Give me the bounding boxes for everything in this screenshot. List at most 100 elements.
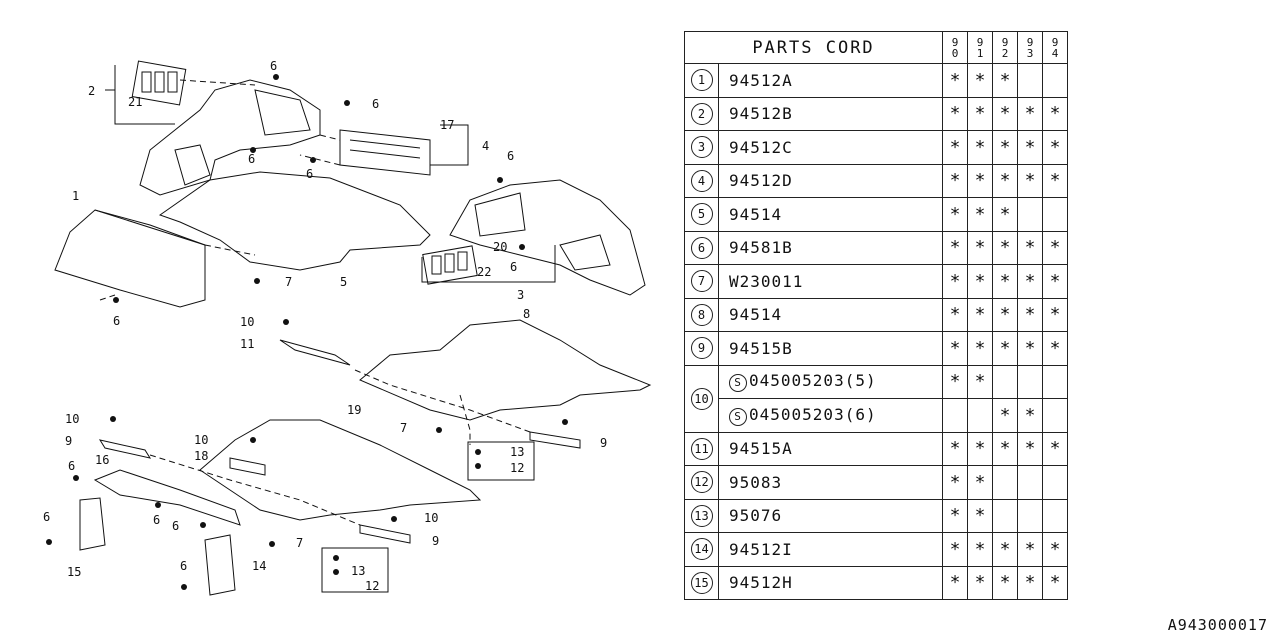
year-mark: * — [942, 197, 968, 232]
year-mark: * — [1017, 130, 1043, 165]
callout-6: 6 — [270, 59, 277, 73]
callout-6: 6 — [248, 152, 255, 166]
ref-number: 11 — [690, 437, 713, 460]
panel-1 — [54, 209, 206, 308]
year-mark — [1042, 465, 1068, 500]
floor-mat-19 — [199, 419, 482, 521]
standard-part-mark: S — [729, 374, 747, 393]
callout-6: 6 — [180, 559, 187, 573]
year-mark: * — [967, 364, 993, 399]
year-mark: * — [967, 297, 993, 332]
callout-10: 10 — [424, 511, 438, 525]
year-mark: * — [1042, 96, 1068, 131]
ref-number-cell: 2 — [684, 96, 719, 131]
year-mark: * — [992, 130, 1018, 165]
year-mark: * — [967, 63, 993, 98]
ref-number: 13 — [690, 504, 713, 527]
year-mark: * — [942, 230, 968, 265]
callout-6: 6 — [306, 167, 313, 181]
year-mark: * — [1017, 163, 1043, 198]
ref-number: 14 — [690, 538, 713, 561]
standard-part-mark: S — [729, 407, 747, 426]
ref-number-cell: 5 — [684, 197, 719, 232]
year-mark — [1042, 63, 1068, 98]
year-mark: * — [942, 163, 968, 198]
ref-number-cell: 6 — [684, 230, 719, 265]
part-number: 94514 — [718, 197, 943, 232]
year-mark: * — [942, 532, 968, 567]
year-mark: * — [1017, 532, 1043, 567]
year-mark: * — [942, 264, 968, 299]
year-mark: * — [992, 96, 1018, 131]
year-mark: * — [967, 163, 993, 198]
callout-13: 13 — [351, 564, 365, 578]
callout-5: 5 — [340, 275, 347, 289]
ref-number: 4 — [690, 169, 713, 192]
part-number: 94512B — [718, 96, 943, 131]
year-mark: * — [967, 130, 993, 165]
year-mark — [992, 465, 1018, 500]
callout-6: 6 — [510, 260, 517, 274]
year-mark: * — [992, 230, 1018, 265]
year-mark: * — [967, 565, 993, 600]
year-mark — [1017, 197, 1043, 232]
part-number: 94581B — [718, 230, 943, 265]
ref-number-cell: 7 — [684, 264, 719, 299]
year-mark: * — [992, 297, 1018, 332]
year-mark: * — [1017, 565, 1043, 600]
ref-number: 9 — [690, 337, 713, 360]
year-mark: * — [1017, 264, 1043, 299]
year-mark: * — [992, 264, 1018, 299]
parts-cord-header: PARTS CORD — [684, 31, 943, 64]
part-number: 94515B — [718, 331, 943, 366]
callout-14: 14 — [252, 559, 266, 573]
ref-number: 1 — [690, 69, 713, 92]
year-mark — [992, 498, 1018, 533]
year-mark — [942, 398, 968, 433]
ref-number-cell: 11 — [684, 431, 719, 466]
callout-2: 2 — [88, 84, 95, 98]
year-mark: * — [967, 230, 993, 265]
year-mark: * — [992, 565, 1018, 600]
ref-number: 3 — [690, 136, 713, 159]
year-mark: * — [992, 197, 1018, 232]
year-mark: * — [967, 498, 993, 533]
floor-mat-8 — [359, 319, 652, 421]
callout-6: 6 — [43, 510, 50, 524]
year-mark: * — [1042, 431, 1068, 466]
ref-number: 15 — [690, 571, 713, 594]
callout-9: 9 — [600, 436, 607, 450]
callout-3: 3 — [517, 288, 524, 302]
year-mark: * — [967, 96, 993, 131]
callout-12: 12 — [510, 461, 524, 475]
year-mark: * — [1042, 532, 1068, 567]
callout-12: 12 — [365, 579, 379, 593]
year-mark: * — [942, 63, 968, 98]
year-mark: * — [967, 197, 993, 232]
year-mark: * — [1042, 565, 1068, 600]
callout-8: 8 — [523, 307, 530, 321]
year-mark: * — [992, 431, 1018, 466]
catalog-id: A943000017 — [1167, 616, 1268, 634]
callout-1: 1 — [72, 189, 79, 203]
callout-4: 4 — [482, 139, 489, 153]
ref-number-cell: 12 — [684, 465, 719, 500]
year-mark — [1042, 197, 1068, 232]
part-number: 94512A — [718, 63, 943, 98]
year-mark: * — [1017, 230, 1043, 265]
callout-18: 18 — [194, 449, 208, 463]
year-mark: * — [942, 297, 968, 332]
year-mark: * — [1017, 398, 1043, 433]
callout-16: 16 — [95, 453, 109, 467]
bracket-15 — [79, 497, 106, 551]
